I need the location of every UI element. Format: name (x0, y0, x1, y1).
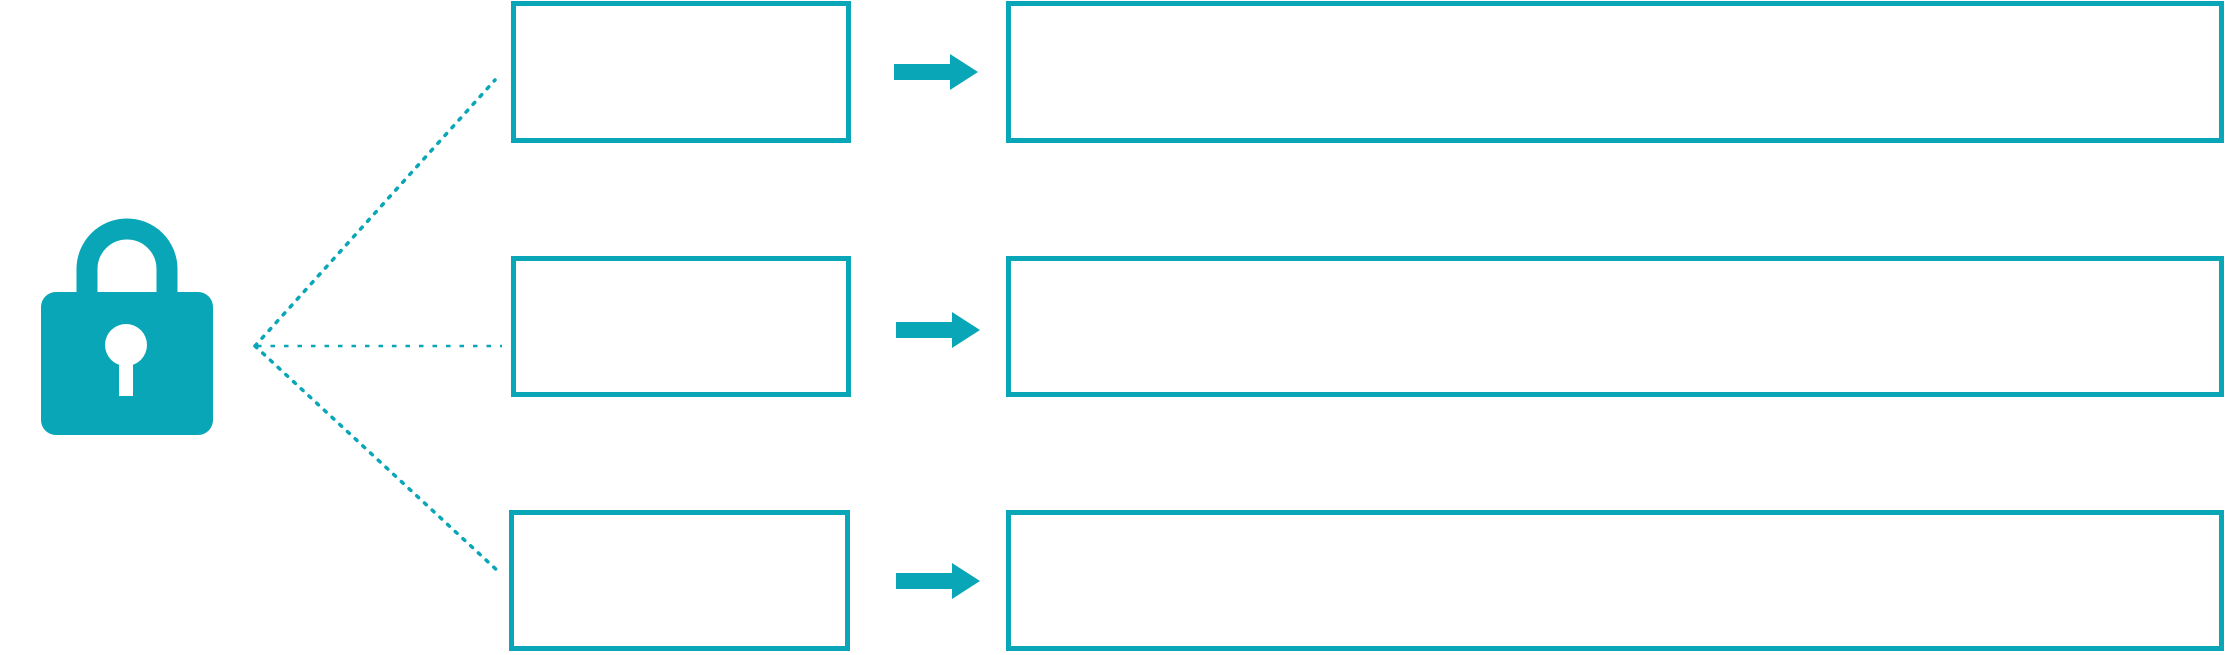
lock-keyhole-circle (105, 324, 147, 366)
lock-shackle (76, 218, 178, 324)
right-arrow-icon (896, 563, 980, 599)
category-box-2[interactable] (511, 256, 851, 397)
category-box-3[interactable] (509, 510, 850, 651)
connector-line-top (253, 78, 497, 348)
connector-line-bottom (253, 344, 502, 575)
right-arrow-icon (894, 54, 978, 90)
detail-box-3[interactable] (1006, 510, 2224, 651)
detail-box-1[interactable] (1006, 1, 2224, 143)
lock-icon (36, 212, 218, 440)
lock-keyhole-stem (119, 352, 133, 396)
detail-box-2[interactable] (1006, 256, 2224, 397)
category-box-1[interactable] (511, 1, 851, 143)
right-arrow-icon (896, 312, 980, 348)
